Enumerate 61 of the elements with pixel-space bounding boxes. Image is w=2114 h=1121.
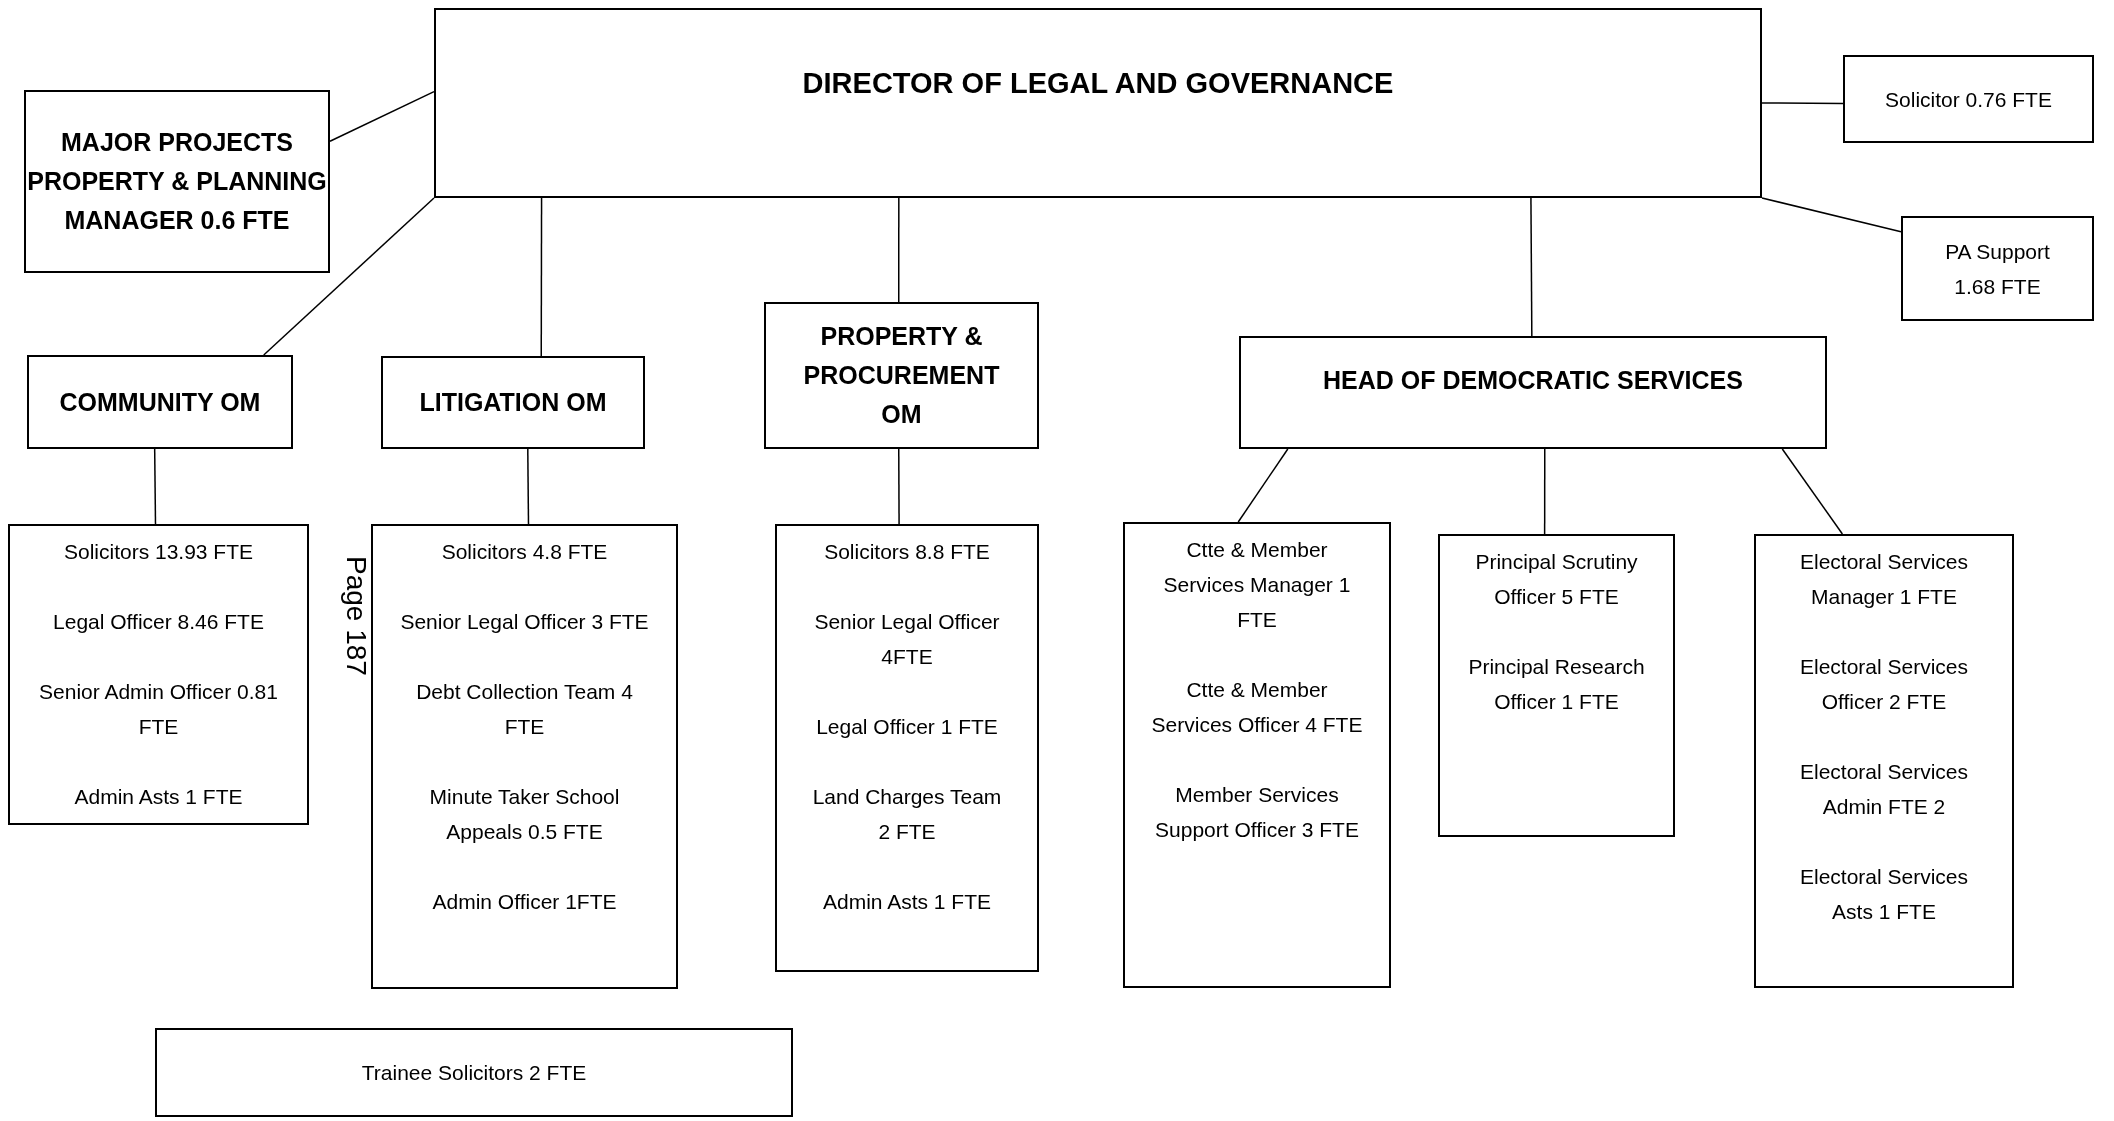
role-title: LITIGATION OM xyxy=(419,387,607,418)
staff-entry: Admin Asts 1 FTE xyxy=(74,784,243,810)
staff-entry: Minute Taker School Appeals 0.5 FTE xyxy=(428,784,621,845)
staff-box xyxy=(1123,522,1391,988)
staff-entry: Solicitor 0.76 FTE xyxy=(1885,86,2052,113)
role-title: MAJOR PROJECTS PROPERTY & PLANNING MANAGER 0.6 FTE xyxy=(26,127,328,236)
staff-entry: Electoral Services Manager 1 FTE xyxy=(1798,549,1970,610)
heading-box xyxy=(381,356,645,449)
staff-entry: Principal Research Officer 1 FTE xyxy=(1467,654,1646,715)
staff-entry: PA Support 1.68 FTE xyxy=(1944,238,2051,300)
staff-entry: Legal Officer 8.46 FTE xyxy=(53,609,264,635)
heading-box xyxy=(27,355,293,449)
role-title: PROPERTY & PROCUREMENT OM xyxy=(802,321,1001,430)
staff-entry: Debt Collection Team 4 FTE xyxy=(415,679,634,740)
staff-box xyxy=(8,524,309,825)
role-box xyxy=(1843,55,2094,143)
staff-box xyxy=(775,524,1039,972)
staff-entry: Member Services Support Officer 3 FTE xyxy=(1154,782,1360,843)
role-box xyxy=(155,1028,793,1117)
connector-line xyxy=(1543,448,1546,535)
connector-line xyxy=(329,90,435,142)
role-title: HEAD OF DEMOCRATIC SERVICES xyxy=(1323,365,1743,396)
staff-box xyxy=(1754,534,2014,988)
staff-entry: Electoral Services Officer 2 FTE xyxy=(1798,654,1970,715)
staff-entry: Senior Admin Officer 0.81 FTE xyxy=(38,679,279,740)
staff-entry: Legal Officer 1 FTE xyxy=(816,714,998,740)
connector-line xyxy=(540,197,543,357)
page-number: Page 187 xyxy=(340,556,372,676)
staff-entry: Ctte & Member Services Officer 4 FTE xyxy=(1150,677,1364,738)
staff-entry: Land Charges Team 2 FTE xyxy=(811,784,1003,845)
heading-box xyxy=(24,90,330,273)
staff-entry: Admin Asts 1 FTE xyxy=(822,889,992,915)
role-title: DIRECTOR OF LEGAL AND GOVERNANCE xyxy=(802,65,1394,101)
role-box xyxy=(1901,216,2094,321)
connector-line xyxy=(153,448,157,525)
connector-line xyxy=(263,197,435,356)
staff-entry: Trainee Solicitors 2 FTE xyxy=(361,1060,587,1086)
connector-line xyxy=(898,448,900,525)
staff-box xyxy=(1438,534,1675,837)
staff-entry: Senior Legal Officer 3 FTE xyxy=(400,609,649,635)
staff-entry: Admin Officer 1FTE xyxy=(432,889,617,915)
heading-box xyxy=(764,302,1039,449)
staff-box xyxy=(371,524,678,989)
connector-line xyxy=(1781,448,1844,535)
staff-entry: Principal Scrutiny Officer 5 FTE xyxy=(1474,549,1639,610)
heading-box xyxy=(1239,336,1827,449)
staff-entry: Solicitors 8.8 FTE xyxy=(824,539,990,565)
heading-box xyxy=(434,8,1762,198)
staff-entry: Solicitors 4.8 FTE xyxy=(441,539,608,565)
connector-line xyxy=(1761,102,1844,105)
staff-entry: Ctte & Member Services Manager 1 FTE xyxy=(1162,537,1352,633)
connector-line xyxy=(898,197,900,303)
staff-entry: Senior Legal Officer 4FTE xyxy=(813,609,1001,670)
connector-line xyxy=(1530,197,1533,337)
connector-line xyxy=(527,448,530,525)
connector-line xyxy=(1237,448,1289,523)
staff-entry: Electoral Services Admin FTE 2 xyxy=(1798,759,1970,820)
staff-entry: Solicitors 13.93 FTE xyxy=(63,539,254,565)
role-title: COMMUNITY OM xyxy=(59,386,261,418)
connector-line xyxy=(1761,197,1902,233)
staff-entry: Electoral Services Asts 1 FTE xyxy=(1798,864,1970,925)
